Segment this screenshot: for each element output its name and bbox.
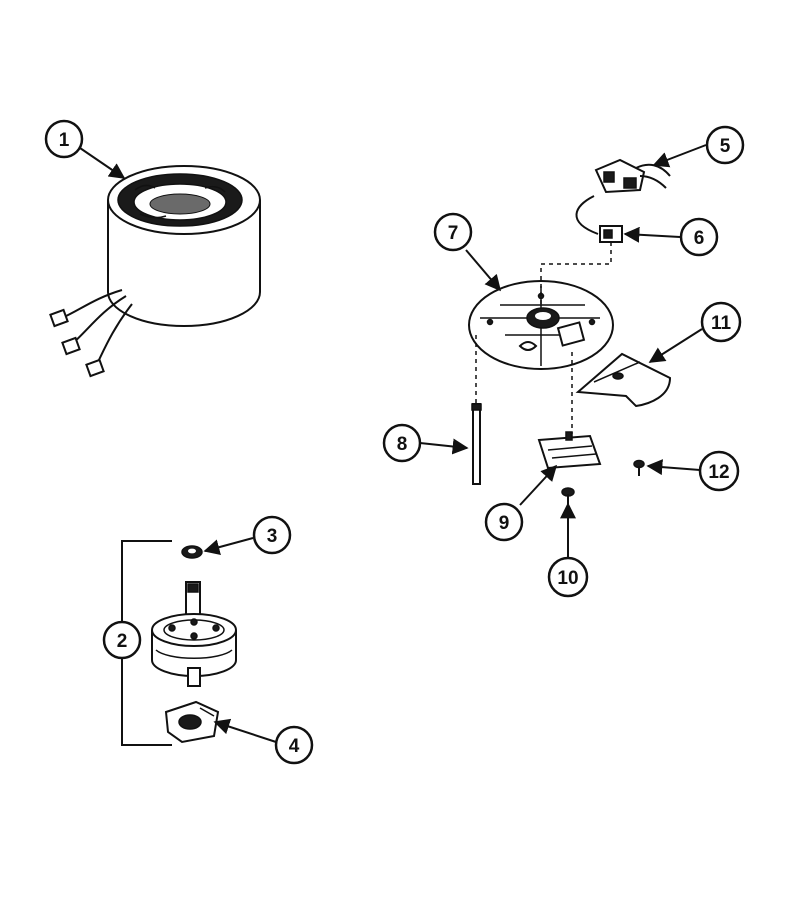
- small-screw-part: [633, 459, 645, 476]
- callout-7: 7: [433, 212, 473, 252]
- callout-8: 8: [382, 423, 422, 463]
- callout-10: 10: [547, 556, 589, 598]
- rotor-part: [151, 581, 237, 687]
- switch-harness-part: [575, 158, 671, 235]
- svg-text:6: 6: [694, 228, 705, 249]
- svg-text:4: 4: [289, 736, 300, 757]
- svg-text:7: 7: [448, 223, 459, 244]
- rod-part: [471, 403, 482, 485]
- bearing-clip-part: [164, 700, 220, 744]
- svg-text:2: 2: [117, 631, 128, 652]
- callout-9: 9: [484, 502, 524, 542]
- callout-4: 4: [274, 725, 314, 765]
- svg-text:1: 1: [59, 130, 70, 151]
- assembly-guide-lines: [475, 242, 612, 434]
- svg-text:10: 10: [557, 568, 578, 589]
- svg-text:3: 3: [267, 526, 278, 547]
- callout-6: 6: [679, 217, 719, 257]
- callout-11: 11: [700, 301, 742, 343]
- connector-part: [599, 225, 623, 243]
- leader-lines: [79, 144, 707, 743]
- shield-part: [575, 352, 672, 408]
- callout-12: 12: [698, 450, 740, 492]
- insulator-pad-part: [537, 431, 602, 470]
- nut-part: [181, 545, 203, 559]
- svg-text:8: 8: [397, 434, 408, 455]
- callout-5: 5: [705, 125, 745, 165]
- svg-text:11: 11: [711, 313, 732, 334]
- callout-1: 1: [44, 119, 84, 159]
- callout-2: 2: [102, 620, 142, 660]
- svg-text:12: 12: [708, 462, 729, 483]
- svg-text:9: 9: [499, 513, 510, 534]
- svg-text:5: 5: [720, 136, 731, 157]
- stator-part: [49, 165, 261, 378]
- screw-part: [561, 487, 575, 504]
- base-plate-part: [468, 280, 614, 370]
- callout-3: 3: [252, 515, 292, 555]
